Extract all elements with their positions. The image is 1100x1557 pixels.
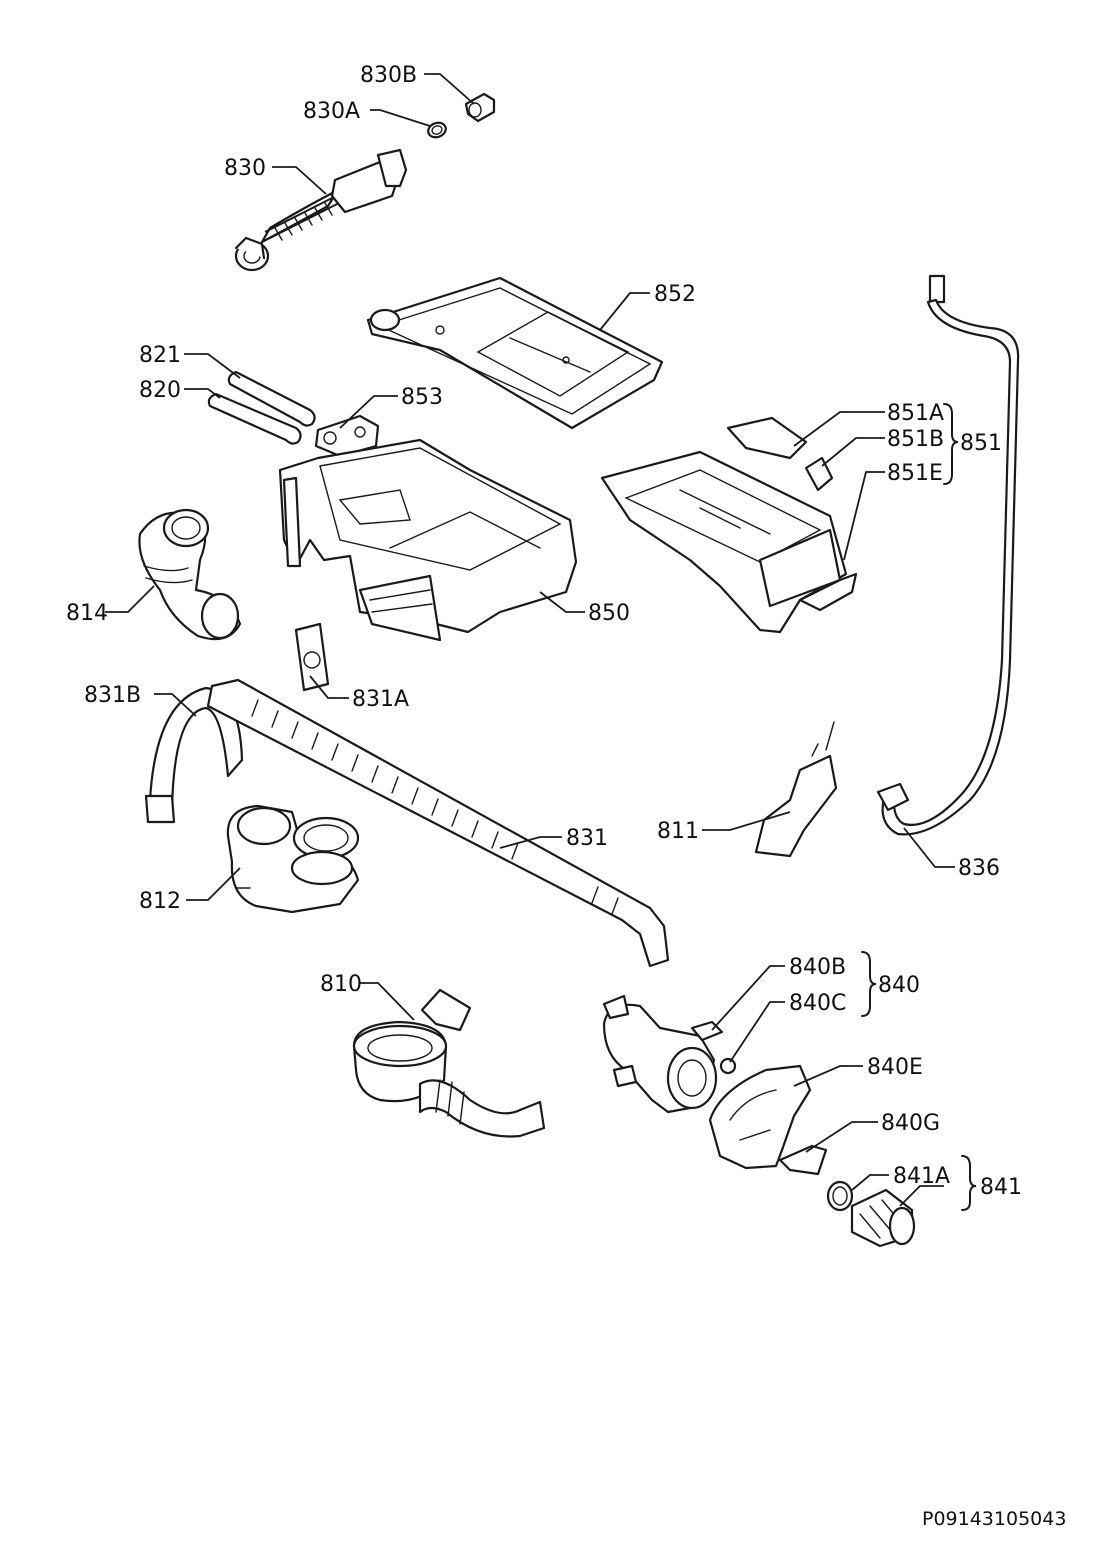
label-831: 831 bbox=[566, 826, 608, 851]
part-830B-coupling bbox=[464, 92, 496, 123]
label-840E: 840E bbox=[867, 1055, 923, 1080]
part-841-filter bbox=[850, 1188, 916, 1248]
part-821-tube bbox=[227, 370, 316, 427]
label-810: 810 bbox=[320, 972, 362, 997]
part-840E-pump-cover bbox=[708, 1064, 812, 1170]
document-code: P09143105043 bbox=[922, 1508, 1066, 1530]
label-830B: 830B bbox=[360, 63, 417, 88]
part-836-hose bbox=[876, 274, 1020, 836]
brace-840 bbox=[861, 951, 877, 1017]
label-830: 830 bbox=[224, 156, 266, 181]
part-831A-bracket bbox=[294, 622, 330, 692]
label-811: 811 bbox=[657, 819, 699, 844]
label-830A: 830A bbox=[303, 99, 360, 124]
label-820: 820 bbox=[139, 378, 181, 403]
brace-841 bbox=[961, 1155, 977, 1211]
label-821: 821 bbox=[139, 343, 181, 368]
label-841: 841 bbox=[980, 1175, 1022, 1200]
label-812: 812 bbox=[139, 889, 181, 914]
part-811-connector bbox=[754, 721, 838, 858]
label-853: 853 bbox=[401, 385, 443, 410]
label-852: 852 bbox=[654, 282, 696, 307]
label-850: 850 bbox=[588, 601, 630, 626]
part-830A-ring bbox=[427, 121, 447, 139]
part-840C-nut bbox=[719, 1057, 737, 1075]
part-814-elbow-hose bbox=[138, 508, 242, 641]
label-841A: 841A bbox=[893, 1164, 950, 1189]
label-814: 814 bbox=[66, 601, 108, 626]
part-831B-guide bbox=[144, 686, 244, 824]
label-840: 840 bbox=[878, 973, 920, 998]
part-820-tube bbox=[207, 392, 302, 445]
label-851: 851 bbox=[960, 431, 1002, 456]
part-851B-clip bbox=[804, 456, 834, 492]
part-851A-lid bbox=[726, 416, 808, 460]
part-812-sump bbox=[226, 804, 360, 914]
label-840G: 840G bbox=[881, 1111, 940, 1136]
part-850-dispenser-housing bbox=[278, 438, 578, 642]
label-831A: 831A bbox=[352, 687, 409, 712]
label-851E: 851E bbox=[887, 461, 943, 486]
part-851-drawer bbox=[600, 450, 858, 634]
part-831-drain-hose bbox=[206, 678, 670, 968]
leader-lines bbox=[105, 73, 955, 1207]
part-853-valve bbox=[314, 414, 380, 458]
part-840-pump bbox=[602, 994, 718, 1114]
part-852-cover-plate bbox=[366, 276, 664, 430]
part-841A-ring bbox=[826, 1180, 854, 1212]
label-851B: 851B bbox=[887, 427, 944, 452]
label-836: 836 bbox=[958, 856, 1000, 881]
part-830-inlet-hose bbox=[234, 148, 408, 272]
label-840B: 840B bbox=[789, 955, 846, 980]
label-840C: 840C bbox=[789, 991, 846, 1016]
brace-851 bbox=[943, 403, 959, 485]
part-840G-insert bbox=[778, 1144, 828, 1176]
part-810-sump-hose bbox=[352, 988, 546, 1138]
label-831B: 831B bbox=[84, 683, 141, 708]
part-labels: 830B 830A 830 852 821 820 853 851A 851B … bbox=[66, 63, 1066, 1530]
label-851A: 851A bbox=[887, 401, 944, 426]
